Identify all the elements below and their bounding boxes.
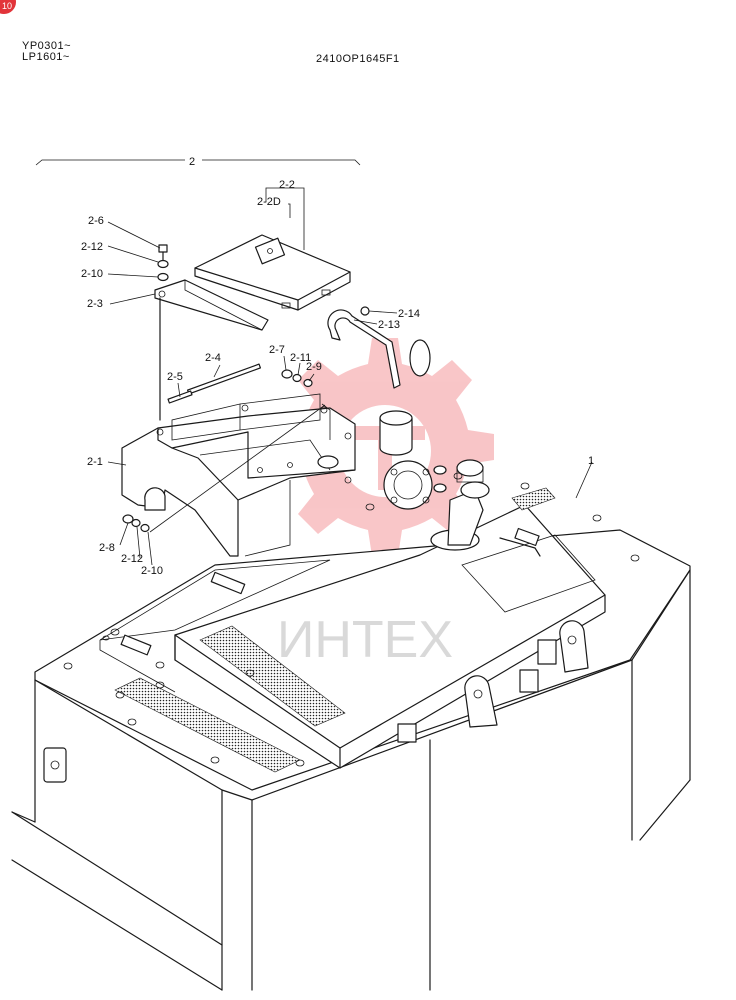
callout-2-10-bottom: 2-10 xyxy=(141,565,163,577)
seal-strip-2-4 xyxy=(187,363,261,395)
callout-2-3: 2-3 xyxy=(87,298,103,310)
main-body-assembly xyxy=(11,410,691,991)
callout-2-11: 2-11 xyxy=(290,352,311,364)
frame-cover-2-1 xyxy=(121,393,356,557)
callout-2-9: 2-9 xyxy=(306,361,322,373)
callout-2-10-top: 2-10 xyxy=(81,268,103,280)
callout-2-6: 2-6 xyxy=(88,215,104,227)
callout-2-8: 2-8 xyxy=(99,542,115,554)
callout-2-14: 2-14 xyxy=(398,308,420,320)
callout-2-12-bottom: 2-12 xyxy=(121,553,143,565)
page-badge xyxy=(0,0,16,14)
callout-2-2: 2-2 xyxy=(279,179,295,191)
callout-2-12-top: 2-12 xyxy=(81,241,103,253)
callout-2-5: 2-5 xyxy=(167,371,183,383)
watermark-text: ИНТЕХ xyxy=(277,611,453,669)
page-badge-label: 10 xyxy=(2,1,13,11)
top-cover-2-2 xyxy=(194,234,351,311)
callout-2-7: 2-7 xyxy=(269,344,285,356)
callout-1: 1 xyxy=(588,455,594,467)
serial-range-line1: YP0301~ xyxy=(22,40,72,52)
handle-2-13 xyxy=(327,309,401,389)
callout-2-4: 2-4 xyxy=(205,352,221,364)
callout-2-1: 2-1 xyxy=(87,456,103,468)
callout-2: 2 xyxy=(189,156,195,168)
surface-bolts xyxy=(63,472,640,767)
callout-2-13: 2-13 xyxy=(378,319,400,331)
bracket-2-3 xyxy=(154,279,269,421)
drawing-code: 2410OP1645F1 xyxy=(316,53,400,65)
serial-range-line2: LP1601~ xyxy=(22,51,70,63)
leader-lines xyxy=(35,159,593,566)
callout-2-2d: 2-2D xyxy=(257,196,281,208)
